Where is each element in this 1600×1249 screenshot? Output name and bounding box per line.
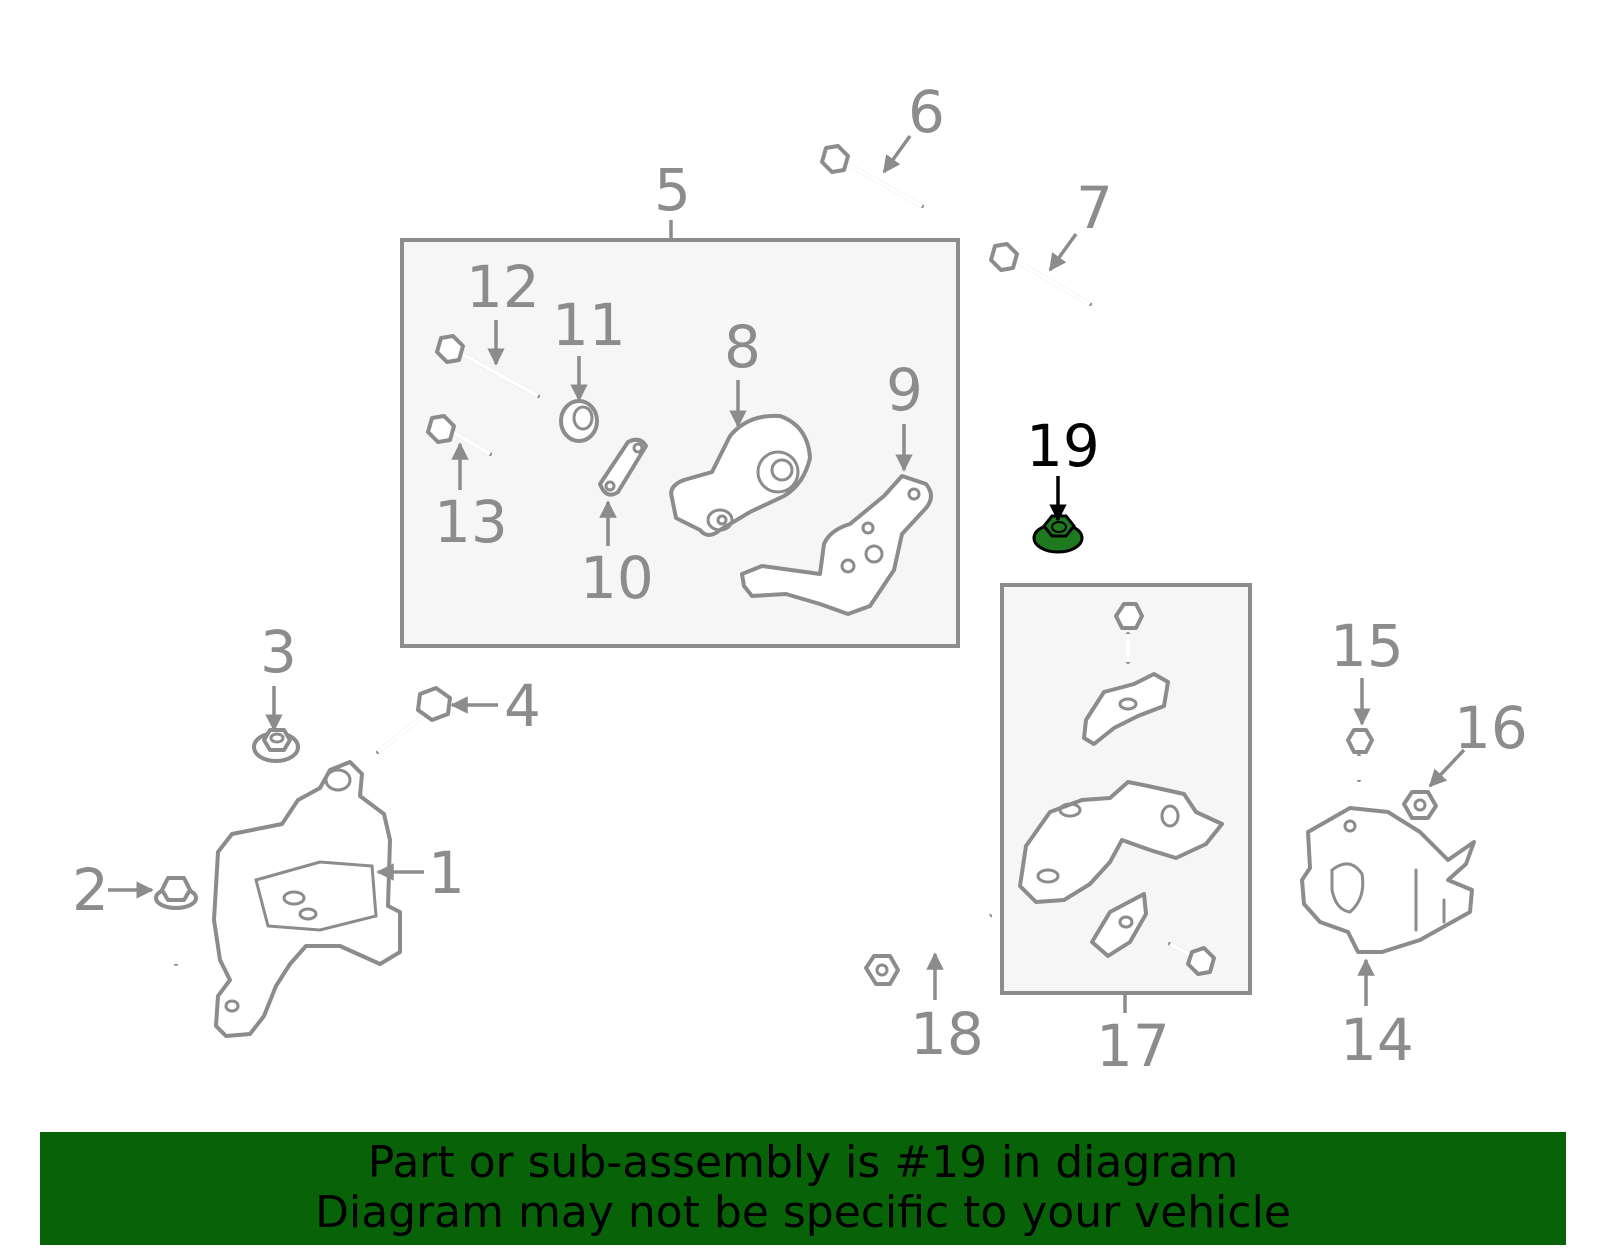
callout-6: 6 <box>908 78 945 146</box>
callout-16: 16 <box>1454 694 1528 762</box>
banner-line-2: Diagram may not be specific to your vehi… <box>315 1187 1291 1238</box>
part-19-nut[interactable] <box>1032 514 1084 554</box>
callout-1: 1 <box>428 839 465 907</box>
part-4-bolt[interactable] <box>376 686 452 754</box>
part-6-bolt[interactable] <box>820 144 924 208</box>
callout-13: 13 <box>434 488 508 556</box>
callout-2: 2 <box>72 856 109 924</box>
banner-line-1: Part or sub-assembly is #19 in diagram <box>367 1137 1239 1188</box>
part-3-nut[interactable] <box>252 728 300 763</box>
callout-4: 4 <box>504 672 541 740</box>
part-13-bolt[interactable] <box>426 414 492 456</box>
part-11-washer[interactable] <box>559 399 599 443</box>
part-12-bolt[interactable] <box>435 334 540 398</box>
callout-3: 3 <box>260 618 297 686</box>
callout-17: 17 <box>1096 1012 1170 1080</box>
callout-19: 19 <box>1026 412 1100 480</box>
part-10-plate[interactable] <box>598 437 648 497</box>
part-16-nut[interactable] <box>1402 790 1438 820</box>
callout-11: 11 <box>552 291 626 359</box>
callout-10: 10 <box>580 544 654 612</box>
callout-7: 7 <box>1076 174 1113 242</box>
part-2-bolt[interactable] <box>154 876 198 966</box>
part-18-bolt[interactable] <box>864 913 992 986</box>
info-banner: Part or sub-assembly is #19 in diagram D… <box>40 1132 1566 1245</box>
part-7-bolt[interactable] <box>989 242 1092 306</box>
part-15-bolt[interactable] <box>1346 728 1374 782</box>
part-1-mount[interactable] <box>212 760 402 1038</box>
callout-14: 14 <box>1340 1006 1414 1074</box>
part-14-mount[interactable] <box>1300 806 1476 954</box>
part-8-mount[interactable] <box>669 413 812 537</box>
callout-18: 18 <box>910 1000 984 1068</box>
part-9-bracket[interactable] <box>740 474 933 616</box>
callout-9: 9 <box>886 356 923 424</box>
part-17-sub-assembly[interactable] <box>1018 602 1224 976</box>
callout-5: 5 <box>654 156 691 224</box>
callout-15: 15 <box>1330 612 1404 680</box>
callout-12: 12 <box>466 253 540 321</box>
callout-8: 8 <box>724 313 761 381</box>
